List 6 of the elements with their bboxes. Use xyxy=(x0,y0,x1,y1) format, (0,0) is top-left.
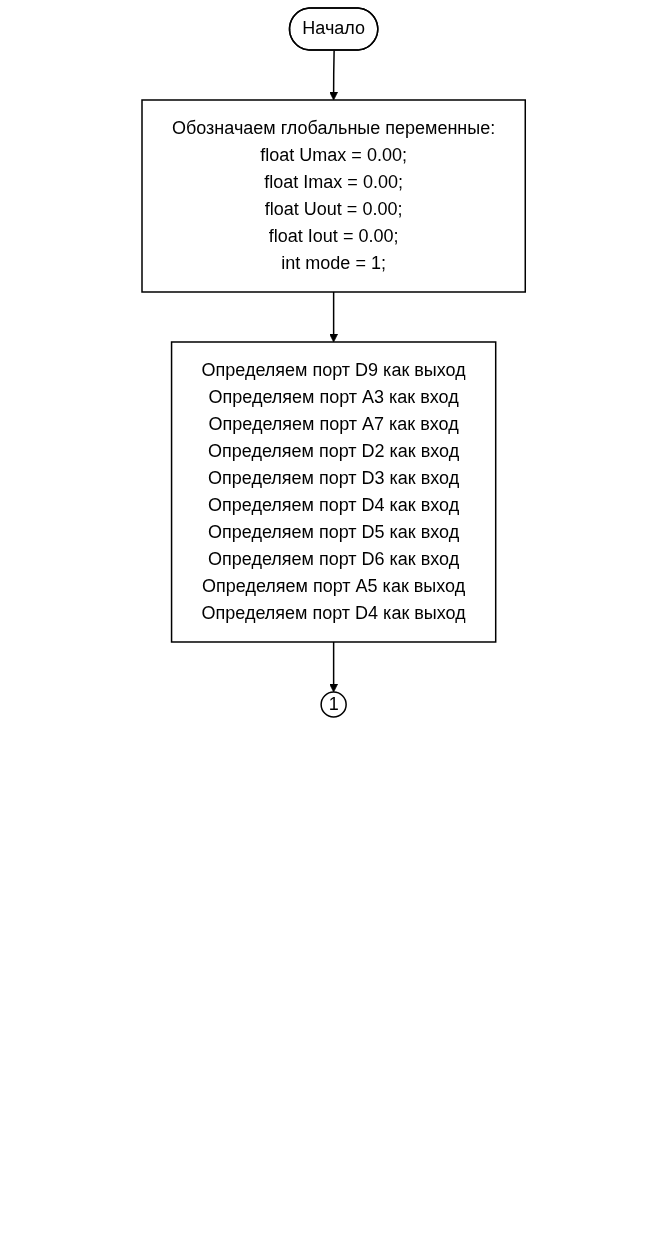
node-circle: 1 xyxy=(320,691,348,718)
arrow xyxy=(329,49,339,101)
arrow xyxy=(329,291,339,343)
node-box: Определяем порт D9 как выход Определяем порт A3 как вход Определяем порт A7 как вход Определяем порт D2 как вход Определяем порт D3 как вход Определяем порт D4 как вход Определяем порт D5 как вход Определяем порт D6 как вход Определяем порт A5 как выход Определяем порт D4 как выход xyxy=(171,341,497,643)
arrow xyxy=(329,641,339,693)
node-box: Обозначаем глобальные переменные: float Umax = 0.00; float Imax = 0.00; float Uout = 0.00; float Iout = 0.00; int mode = 1; xyxy=(141,99,527,293)
